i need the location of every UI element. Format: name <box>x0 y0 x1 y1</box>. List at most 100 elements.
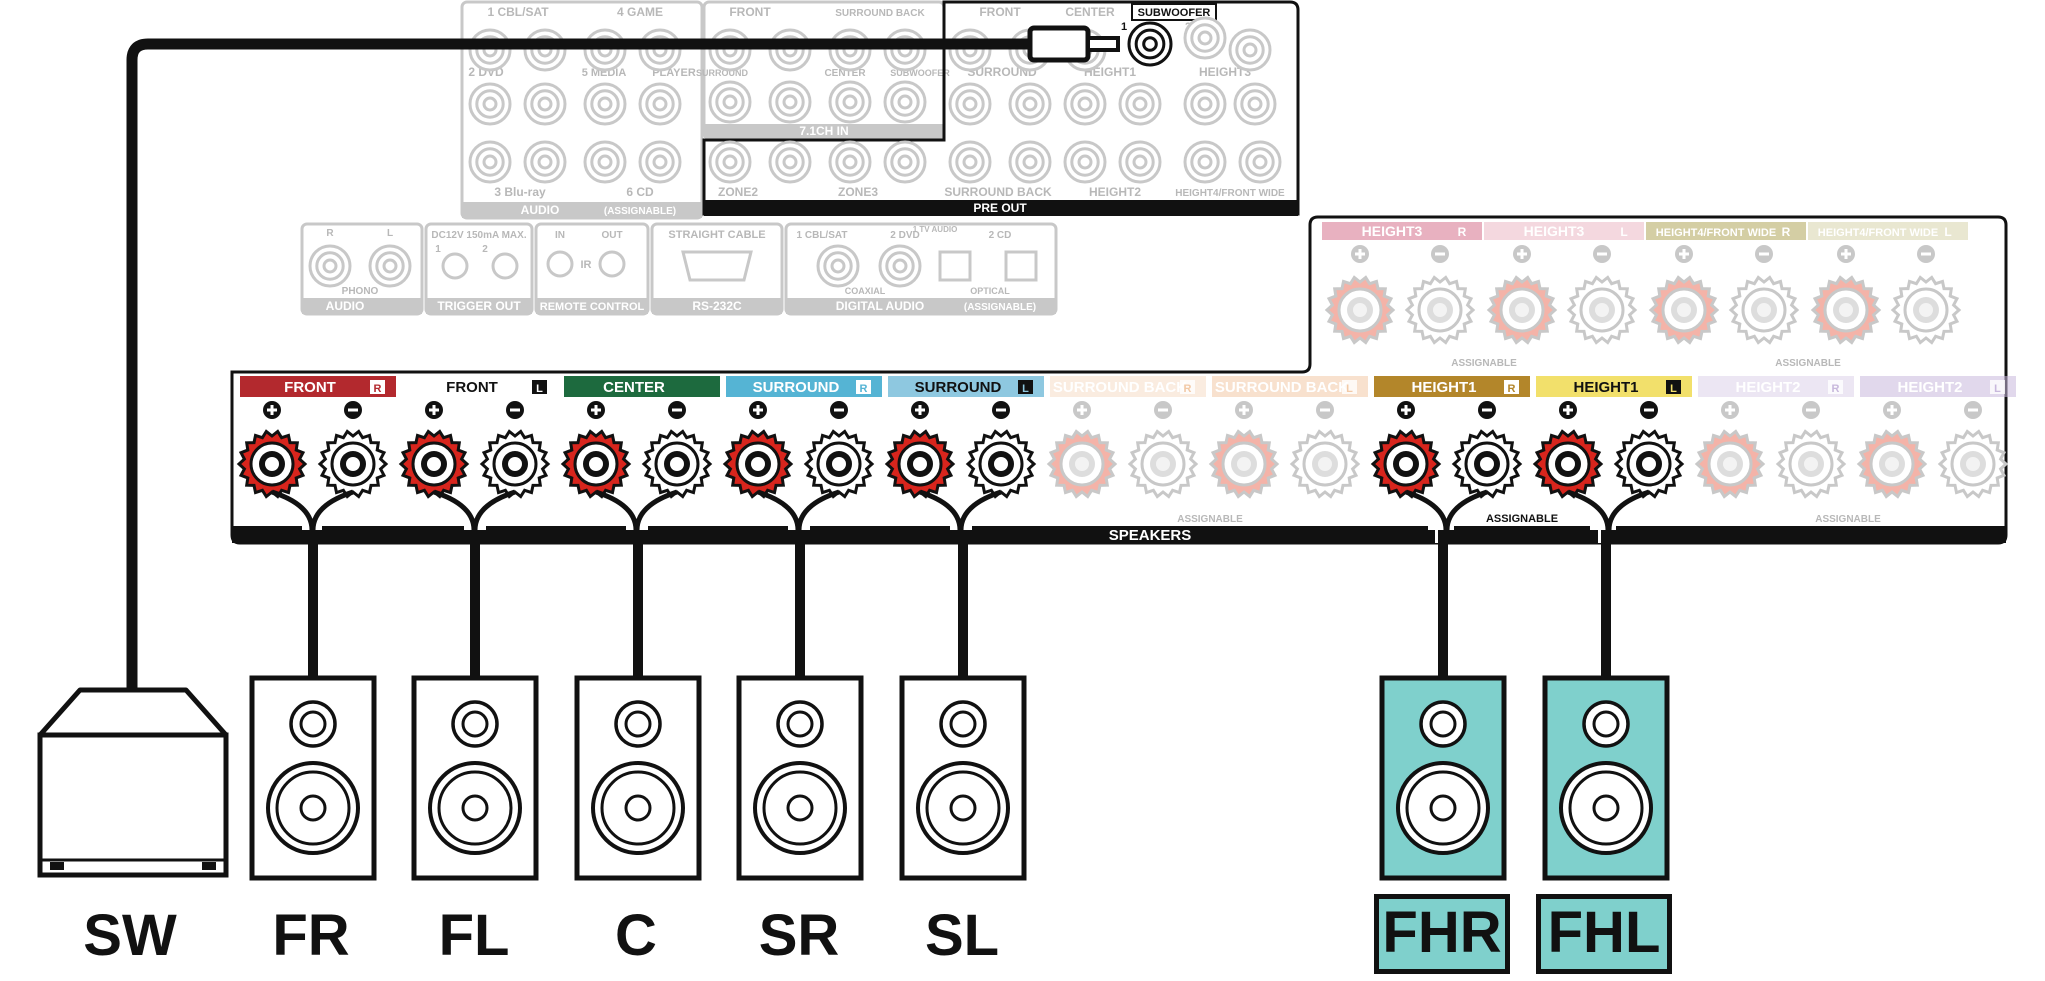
tweeter-dome <box>299 710 327 738</box>
polarity-plus <box>1883 401 1901 419</box>
speaker-label-fhl: FHL <box>1536 894 1672 974</box>
polarity-plus <box>425 401 443 419</box>
subwoofer-tag <box>1131 3 1217 21</box>
pre-out-label-subwoofer: SUBWOOFER <box>1138 7 1211 19</box>
rca-ring <box>315 251 345 281</box>
polarity-bar <box>1435 252 1445 256</box>
polarity-plus <box>1513 245 1531 263</box>
terminal-hole <box>1677 303 1691 317</box>
remote-out: OUT <box>601 230 622 241</box>
in71-label: CENTER <box>824 68 866 79</box>
terminal-hole <box>832 457 846 471</box>
audio-in-footer-bar <box>462 202 702 218</box>
rca-ring <box>955 89 985 119</box>
tweeter-dome <box>1429 710 1457 738</box>
woofer-cap <box>786 794 814 822</box>
polarity-minus <box>1917 245 1935 263</box>
subwoofer-cable <box>126 38 1040 690</box>
rca-ring <box>775 87 805 117</box>
rca-ring <box>955 147 985 177</box>
channel-side-badge <box>532 380 547 394</box>
woofer-cap <box>1429 794 1457 822</box>
terminal-hole <box>346 457 360 471</box>
terminal-hole <box>1237 457 1251 471</box>
tweeter-dome <box>461 710 489 738</box>
upper-channel-side: R <box>1458 225 1467 239</box>
channel-tag <box>564 376 720 397</box>
speaker-terminal-minus <box>641 429 713 499</box>
channel-name: HEIGHT1 <box>1573 379 1638 396</box>
channel-side: R <box>1184 383 1192 395</box>
rca-jack-pre-out <box>1118 140 1162 184</box>
rca-jack-pre-out <box>1063 140 1107 184</box>
rca-ring <box>375 251 405 281</box>
optical-jack <box>1004 250 1038 282</box>
polarity-bar-v <box>594 405 598 415</box>
rca-ring <box>715 87 745 117</box>
rca-jack-audio-in <box>523 140 567 184</box>
rca-pin <box>842 154 858 170</box>
subwoofer-top <box>37 687 229 738</box>
audio-in-label: 5 MEDIA <box>582 67 627 79</box>
rca-pin <box>1197 30 1213 46</box>
polarity-plus <box>1235 401 1253 419</box>
channel-side: L <box>1346 383 1353 395</box>
speaker-terminal-plus <box>1208 429 1280 499</box>
polarity-bar-v <box>270 405 274 415</box>
polarity-bar-v <box>432 405 436 415</box>
upper-channel-tag <box>1322 222 1482 240</box>
speakers-footer-bar <box>232 526 2006 543</box>
polarity-bar-v <box>1080 405 1084 415</box>
rca-pin <box>652 154 668 170</box>
phono-l: L <box>387 228 393 239</box>
channel-tag <box>240 376 396 397</box>
rca-ring <box>1125 89 1155 119</box>
rca-jack-pre-out <box>1183 82 1227 126</box>
channel-name: FRONT <box>284 379 336 396</box>
phono-footer: AUDIO <box>326 299 365 313</box>
speaker-terminal-minus <box>1937 429 2009 499</box>
polarity-bar-v <box>1520 249 1524 259</box>
channel-side: L <box>1994 383 2001 395</box>
upper-terminal-minus <box>1566 275 1638 345</box>
remote-in: IN <box>555 230 565 241</box>
terminal-hole <box>1919 303 1933 317</box>
rca-ring <box>475 35 505 65</box>
terminal-hole <box>1156 457 1170 471</box>
channel-name: FRONT <box>446 379 498 396</box>
rca-jack-pre-out <box>1238 140 1282 184</box>
channel-tag <box>1860 376 2016 397</box>
rca-jack-audio-in <box>583 82 627 126</box>
upper-channel-name: HEIGHT3 <box>1524 223 1585 239</box>
digital-label: OPTICAL <box>970 286 1010 296</box>
speaker-terminal-minus <box>317 429 389 499</box>
speaker-terminal-minus <box>1775 429 1847 499</box>
rca-jack-audio-in <box>638 140 682 184</box>
rca-ring <box>890 147 920 177</box>
rs232c-label: STRAIGHT CABLE <box>668 229 765 241</box>
trigger-number: 1 <box>435 244 441 255</box>
rca-jack-pre-out <box>828 140 872 184</box>
upper-assignable: ASSIGNABLE <box>1775 358 1841 369</box>
speaker-terminal-minus <box>1289 429 1361 499</box>
polarity-bar <box>1597 252 1607 256</box>
polarity-minus <box>1431 245 1449 263</box>
polarity-bar-v <box>1844 249 1848 259</box>
speakers-footer: SPEAKERS <box>1109 527 1192 544</box>
terminal-hole <box>1885 457 1899 471</box>
terminal-hole <box>1595 303 1609 317</box>
rca-ring <box>645 35 675 65</box>
upper-channel-name: HEIGHT4/FRONT WIDE <box>1656 227 1776 239</box>
channel-side: L <box>536 383 543 395</box>
audio-in-footer-suffix: (ASSIGNABLE) <box>604 206 676 217</box>
polarity-plus <box>1675 245 1693 263</box>
upper-channel-name: HEIGHT3 <box>1362 223 1423 239</box>
rca-ring <box>645 147 675 177</box>
rca-jack-pre-out <box>708 140 752 184</box>
speaker-terminal-minus <box>965 429 1037 499</box>
polarity-minus <box>506 401 524 419</box>
rca-jack-audio-in <box>523 28 567 72</box>
woofer-cap <box>949 794 977 822</box>
woofer-cap <box>1592 794 1620 822</box>
upper-terminal-minus <box>1404 275 1476 345</box>
